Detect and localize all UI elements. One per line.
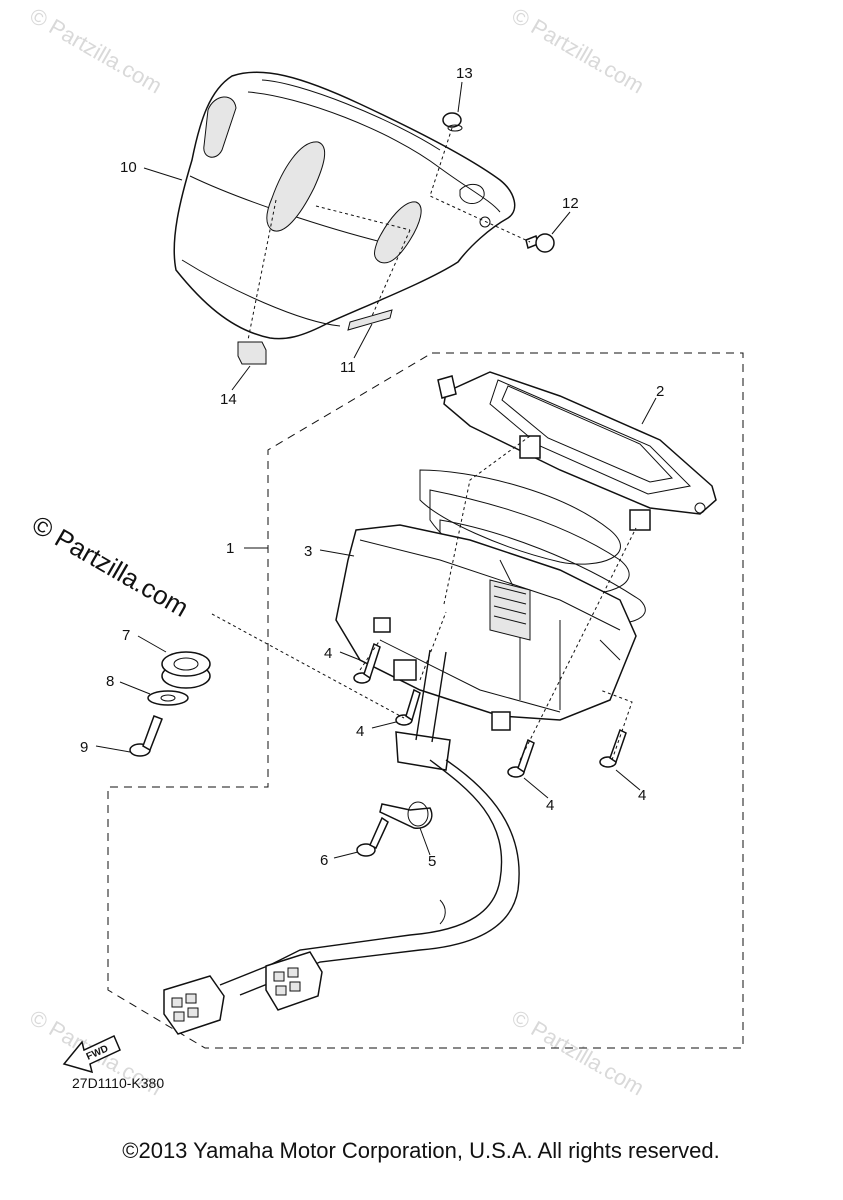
callout-10: 10	[120, 159, 137, 176]
part-6-screw	[356, 816, 389, 857]
callout-9: 9	[80, 739, 88, 756]
watermark-top-left: © Partzilla.com	[26, 3, 167, 99]
part-2-upper-case	[437, 371, 717, 531]
diagram-code: 27D1110-K380	[72, 1075, 164, 1091]
callout-4b: 4	[356, 723, 364, 740]
watermark-top-right: © Partzilla.com	[508, 3, 649, 99]
cover-alignment-lines	[247, 127, 531, 341]
screw-4d	[599, 728, 627, 768]
part-12-screw	[525, 233, 555, 253]
callout-5: 5	[428, 853, 436, 870]
callout-12: 12	[562, 195, 579, 212]
callout-11: 11	[340, 359, 356, 376]
meter-cover	[173, 71, 516, 340]
screw-4b	[395, 688, 421, 726]
callout-3: 3	[304, 543, 312, 560]
callout-4d: 4	[638, 787, 646, 804]
part-14-damper	[237, 341, 267, 365]
callout-2: 2	[656, 383, 664, 400]
leader-lines	[95, 81, 657, 859]
watermark-bottom-right: © Partzilla.com	[508, 1005, 649, 1101]
callout-1: 1	[226, 540, 234, 557]
callout-14: 14	[220, 391, 237, 408]
part-9-bolt	[129, 715, 163, 757]
connector-left	[163, 975, 225, 1035]
part-11-label	[347, 309, 393, 331]
assembly-alignment-lines	[211, 435, 637, 761]
callout-7: 7	[122, 627, 130, 644]
assembly-boundary	[107, 352, 744, 1049]
callouts: 13 12 10 11 14 2 1 3 4 4 4 4 5 6 7 8 9	[80, 65, 664, 870]
callout-13: 13	[456, 65, 473, 82]
part-8-washer	[147, 690, 189, 706]
screw-4c	[507, 738, 535, 778]
watermark-center: © Partzilla.com	[27, 509, 194, 623]
part-13-grommet	[442, 112, 463, 132]
callout-4c: 4	[546, 797, 554, 814]
part-3-lower-case	[335, 524, 637, 731]
part-7-grommet	[161, 651, 211, 689]
callout-6: 6	[320, 852, 328, 869]
callout-8: 8	[106, 673, 114, 690]
fwd-arrow: FWD	[62, 1034, 121, 1074]
callout-4a: 4	[324, 645, 332, 662]
copyright-notice: ©2013 Yamaha Motor Corporation, U.S.A. A…	[122, 1138, 719, 1163]
wire-harness	[163, 649, 520, 1035]
part-5-clamp	[379, 801, 433, 829]
connector-right	[265, 951, 323, 1011]
